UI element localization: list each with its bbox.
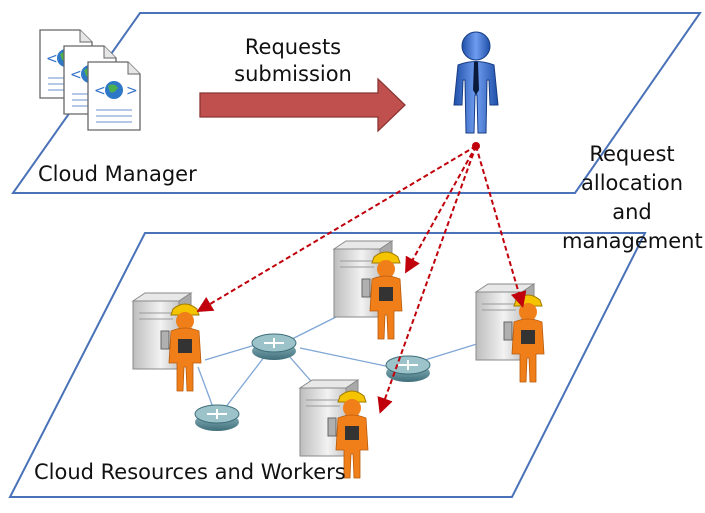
cloud-resources-panel [8,232,647,498]
allocation-origin-dot [472,142,480,150]
allocation-arrows [196,145,527,414]
svg-text:>: > [126,83,138,99]
requests-submission-arrow [199,77,406,133]
construction-worker-icon [160,303,202,392]
construction-worker-icon [503,294,545,383]
requests-submission-label: Requests submission [234,35,352,86]
construction-worker-icon [361,251,403,340]
cloud-manager-label: Cloud Manager [38,162,197,186]
server-worker-4 [298,379,369,479]
network-router-icon [194,333,431,431]
svg-text:<: < [94,83,106,99]
construction-worker-icon [327,390,369,479]
request-allocation-label: Request allocation and management [562,142,703,253]
user-figure-icon [453,31,499,134]
web-document-icon: < > < > < > [39,29,141,131]
cloud-resources-label: Cloud Resources and Workers [34,460,346,484]
server-worker-1 [131,292,202,392]
svg-text:<: < [46,51,58,67]
svg-text:<: < [70,67,82,83]
server-worker-2 [332,240,403,340]
